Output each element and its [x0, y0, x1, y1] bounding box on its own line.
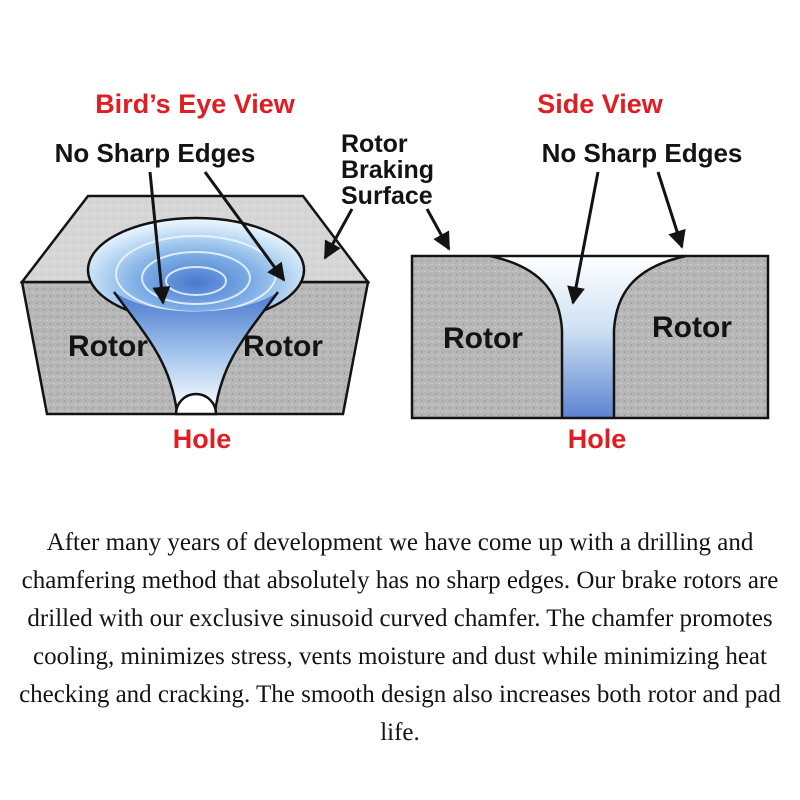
rotor-braking-surface-label: Rotor Braking Surface — [341, 130, 434, 210]
side-view-outline — [410, 254, 770, 420]
funnel-right-edge — [612, 254, 687, 418]
arrow-no-sharp-edges-right-1 — [567, 171, 600, 305]
arrow-no-sharp-edges-left-1 — [148, 171, 171, 305]
drill-channel-left-edge — [112, 291, 179, 413]
arrow-braking-surface-right — [425, 208, 451, 251]
hole-label-birds-eye: Hole — [173, 424, 232, 454]
chamfer-ring-middle — [141, 251, 251, 305]
rotor-braking-surface-line2: Braking — [341, 156, 434, 184]
chamfer-bowl — [86, 216, 306, 324]
rotor-label-side-right: Rotor — [652, 311, 732, 344]
no-sharp-edges-label-right: No Sharp Edges — [542, 138, 743, 168]
side-view-hole-funnel — [490, 256, 686, 418]
rotor-braking-surface-line1: Rotor — [341, 130, 408, 158]
hole-label-side: Hole — [568, 424, 627, 454]
funnel-left-edge — [489, 254, 564, 418]
annotation-arrows — [148, 171, 686, 305]
drill-hole-notch — [174, 392, 218, 416]
rotor-label-birds-eye-right: Rotor — [243, 330, 323, 363]
diagram-svg: Bird’s Eye View Side View No Sharp Edges… — [19, 89, 770, 454]
arrow-braking-surface-left — [323, 208, 354, 260]
drill-channel-right-edge — [213, 291, 280, 413]
rotor-label-side-left: Rotor — [443, 322, 523, 355]
birds-eye-view-figure — [19, 194, 371, 416]
rotor-braking-surface-line3: Surface — [341, 182, 433, 210]
birds-eye-title: Bird’s Eye View — [95, 89, 296, 119]
arrow-no-sharp-edges-left-2 — [203, 171, 286, 282]
rotor-diagram: Bird’s Eye View Side View No Sharp Edges… — [19, 89, 770, 454]
side-view-title: Side View — [537, 89, 664, 119]
description-paragraph: After many years of development we have … — [19, 529, 781, 746]
drill-channel-front — [114, 292, 278, 412]
chamfer-ring-inner — [165, 266, 227, 296]
rotor-label-birds-eye-left: Rotor — [68, 330, 148, 363]
no-sharp-edges-label-left: No Sharp Edges — [55, 138, 256, 168]
arrow-no-sharp-edges-right-2 — [656, 171, 686, 249]
side-view-figure — [410, 254, 770, 420]
